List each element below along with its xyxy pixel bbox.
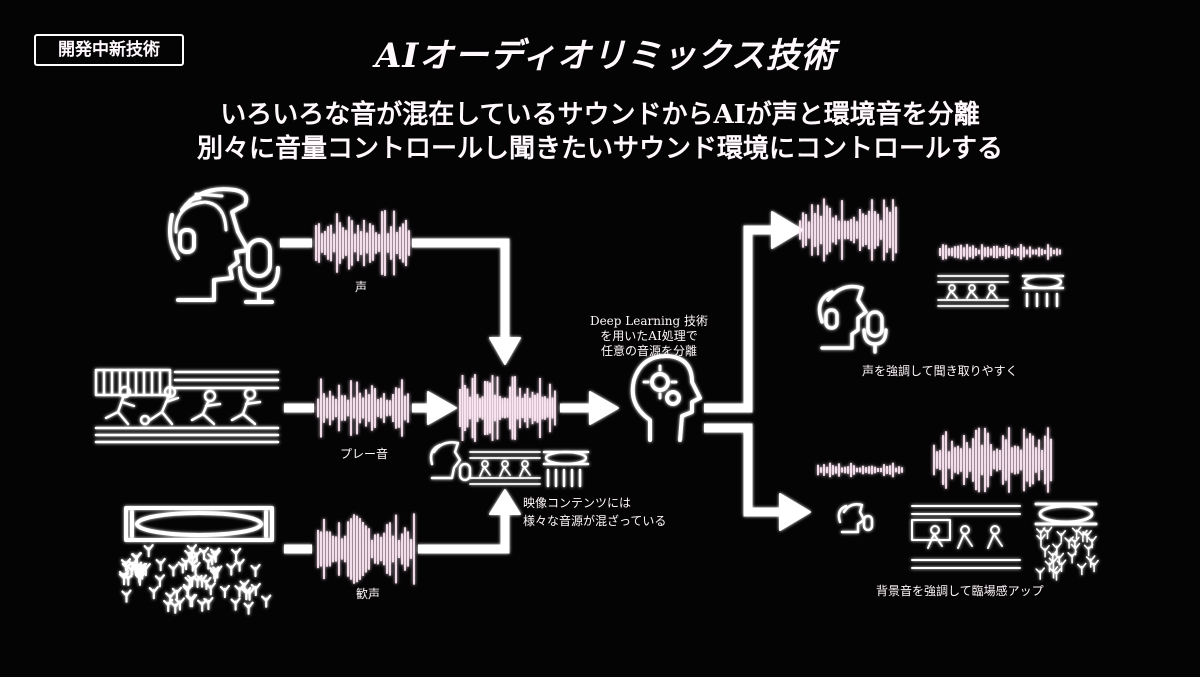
waveform-cheer (317, 513, 415, 585)
output-headset-large-icon (817, 284, 888, 354)
stadium-icon (124, 506, 274, 542)
badge-dev-tech: 開発中新技術 (34, 34, 184, 66)
label-ai-line-1: Deep Learning 技術 (589, 314, 709, 328)
mixed-headset-icon (429, 441, 472, 482)
subtitle-line-2: 別々に音量コントロールし聞きたいサウンド環境にコントロールする (196, 134, 1003, 164)
subtitle-line-1: いろいろな音が混在しているサウンドからAIが声と環境音を分離 (220, 100, 980, 130)
arrow-head-background-output (779, 493, 811, 531)
waveform-mixed (459, 374, 556, 442)
arrow-head-voice-output (771, 211, 803, 249)
arrow-head-play (427, 391, 457, 425)
headset-person-icon (168, 187, 250, 302)
label-background-emphasis: 背景音を強調して臨場感アップ (876, 584, 1044, 598)
arrow-ai-to-background-output (704, 423, 782, 517)
arrow-cheer-to-mix (284, 512, 510, 554)
waveform-bg-voice-small (817, 462, 903, 478)
label-mixed-line-1: 映像コンテンツには (523, 496, 632, 510)
mixed-players-icon (469, 451, 541, 485)
arrow-voice-to-mix (280, 238, 510, 340)
waveform-voice-bg-small (939, 244, 1061, 260)
label-ai-line-2: を用いたAI処理で (600, 329, 698, 343)
output-players-small-icon (937, 275, 1009, 307)
label-voice-emphasis: 声を強調して聞き取りやすく (862, 364, 1018, 378)
label-ai-line-3: 任意の音源を分離 (600, 344, 697, 358)
waveform-voice-output (799, 198, 897, 262)
brain-gears-icon (630, 353, 702, 442)
waveform-bg-output (933, 427, 1052, 493)
microphone-icon (238, 238, 280, 304)
arrow-head-cheer (489, 489, 521, 515)
soccer-players-icon (94, 368, 280, 444)
label-voice: 声 (355, 280, 368, 294)
crowd-icon (118, 544, 272, 615)
label-cheer: 歓声 (356, 587, 381, 601)
arrow-head-voice (489, 337, 521, 365)
output-crowd-icon (1035, 526, 1099, 581)
label-play-sound: プレー音 (340, 447, 389, 461)
arrow-ai-to-voice-output (704, 225, 774, 413)
label-mixed-line-2: 様々な音源が混ざっている (523, 514, 667, 528)
arrow-head-mix (589, 391, 619, 425)
output-stadium-large-icon (1034, 502, 1098, 526)
output-stadium-small-icon (1021, 274, 1065, 308)
slide-title: AIオーディオリミックス技術 (375, 36, 836, 76)
mixed-stadium-icon (542, 450, 590, 488)
waveform-play (317, 378, 409, 438)
output-headset-small-icon (837, 503, 874, 534)
waveform-voice (315, 210, 410, 276)
output-players-large-icon (911, 505, 1021, 569)
